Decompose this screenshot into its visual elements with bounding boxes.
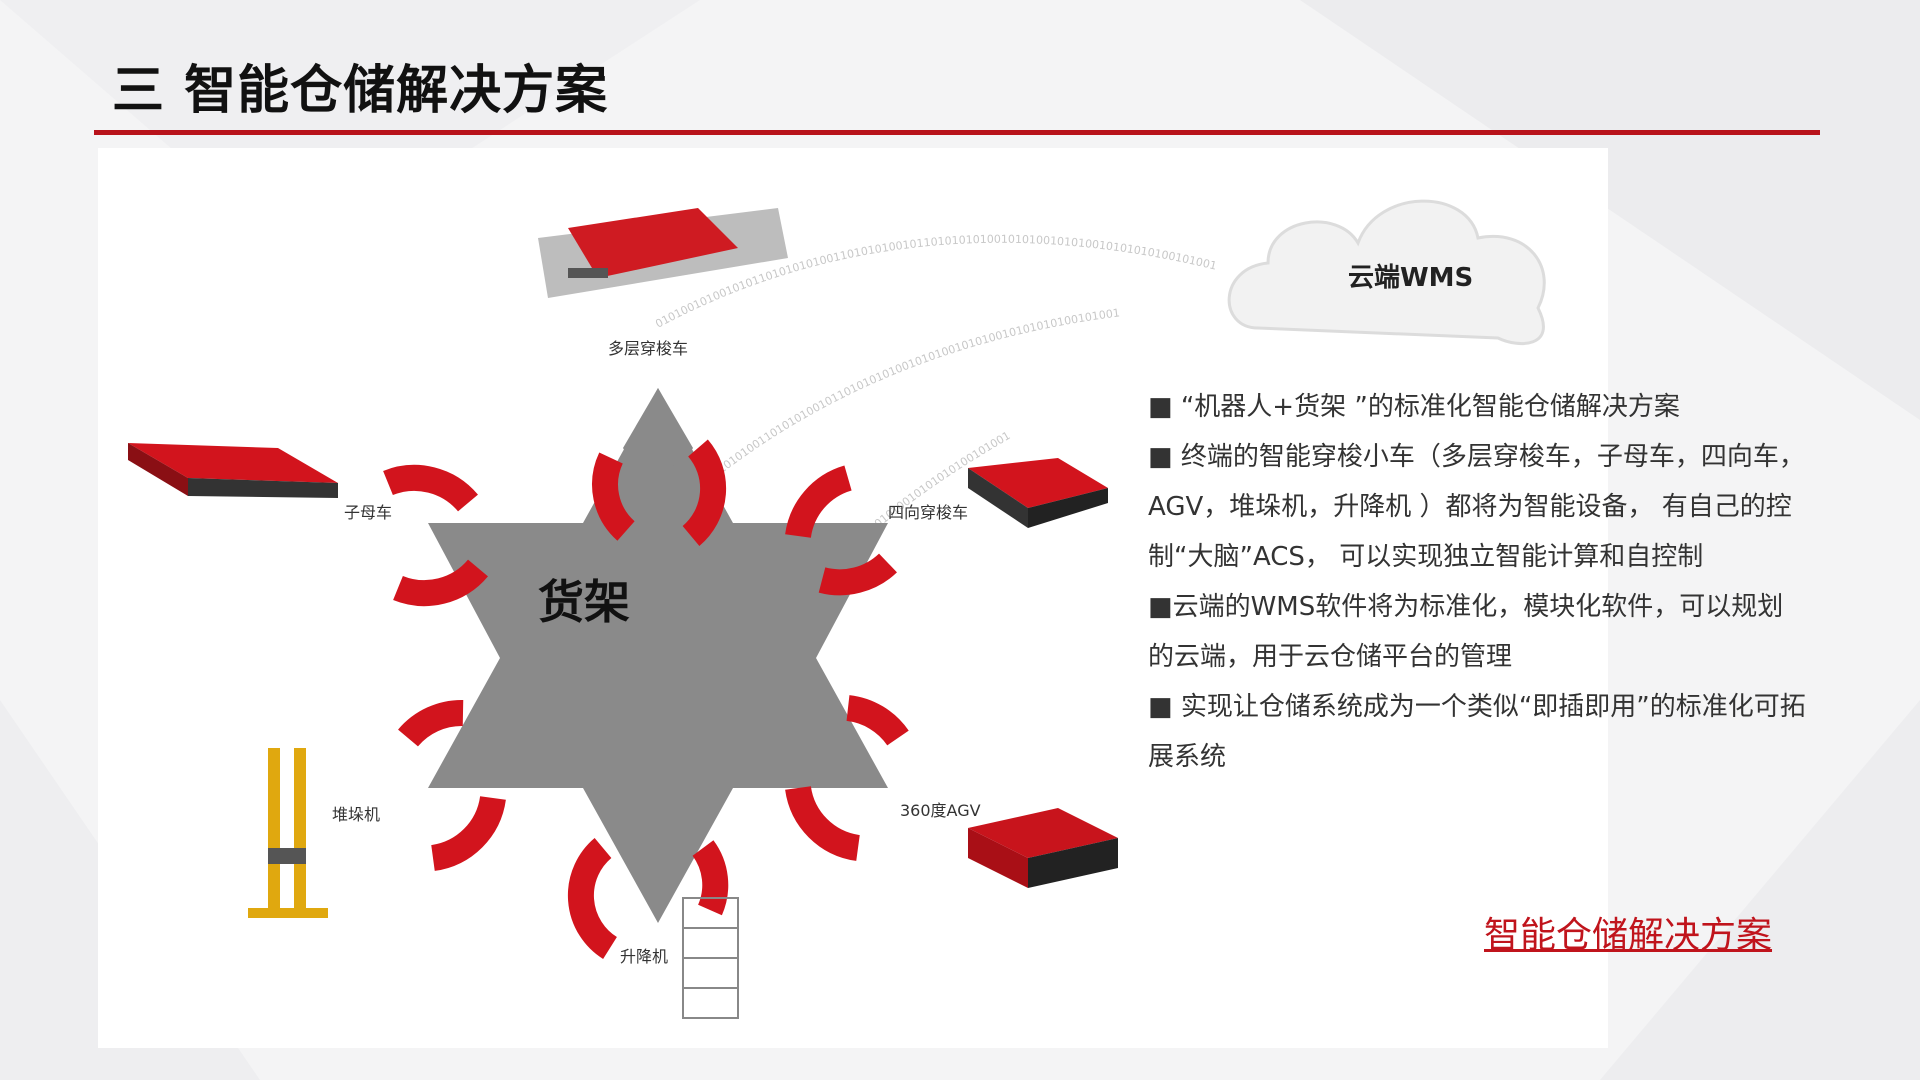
four-way-shuttle-image <box>968 458 1108 528</box>
bullet-item: ■ 实现让仓储系统成为一个类似“即插即用”的标准化可拓展系统 <box>1148 692 1806 772</box>
title-divider <box>94 130 1820 135</box>
ring-lr-top <box>846 695 909 746</box>
ring-bottom-right <box>692 840 729 916</box>
bullet-item: ■ “机器人+货架 ”的标准化智能仓储解决方案 <box>1148 392 1680 422</box>
ring-ll-bottom <box>430 795 506 871</box>
multilayer-shuttle-image <box>538 208 788 298</box>
solution-link[interactable]: 智能仓储解决方案 <box>1484 915 1773 956</box>
bullet-item: ■云端的WMS软件将为标准化，模块化软件，可以规划的云端，用于云仓储平台的管理 <box>1148 592 1784 672</box>
vertex-tips <box>623 388 693 469</box>
ring-bottom-left <box>567 838 618 960</box>
cloud-label: 云端WMS <box>1348 263 1473 293</box>
page-title: 三 智能仓储解决方案 <box>112 61 609 121</box>
lift-image <box>682 897 739 1019</box>
device-label-agv: 360度AGV <box>900 801 981 820</box>
agv-image <box>968 808 1118 888</box>
bullet-list: ■ “机器人+货架 ”的标准化智能仓储解决方案 ■ 终端的智能穿梭小车（多层穿梭… <box>1148 382 1808 782</box>
ring-ul-bottom <box>393 559 488 607</box>
stacker-image <box>248 748 328 918</box>
device-label-stacker: 堆垛机 <box>332 805 380 824</box>
device-label-multilayer-shuttle: 多层穿梭车 <box>608 339 688 358</box>
ring-ur-top <box>785 465 853 539</box>
device-rings <box>383 439 909 960</box>
device-label-lift: 升降机 <box>620 947 668 966</box>
ring-top-right <box>682 439 727 546</box>
ring-ur-bottom <box>818 553 897 596</box>
device-label-mother-child-car: 子母车 <box>344 503 392 522</box>
shelf-label: 货架 <box>538 575 630 629</box>
ring-ll-top <box>398 700 464 747</box>
ring-lr-bottom <box>785 785 861 861</box>
ring-ul-top <box>383 464 478 512</box>
bullet-item: ■ 终端的智能穿梭小车（多层穿梭车，子母车，四向车，AGV，堆垛机，升降机 ）都… <box>1148 442 1805 572</box>
cloud-icon <box>1227 199 1546 345</box>
shelf-hexagram <box>428 388 888 923</box>
device-label-four-way-shuttle: 四向穿梭车 <box>888 503 968 522</box>
warehouse-diagram: 0101001010010101101010101001101010100101… <box>128 199 1546 1019</box>
ring-top-left <box>592 452 636 541</box>
mother-child-car-image <box>128 443 338 498</box>
